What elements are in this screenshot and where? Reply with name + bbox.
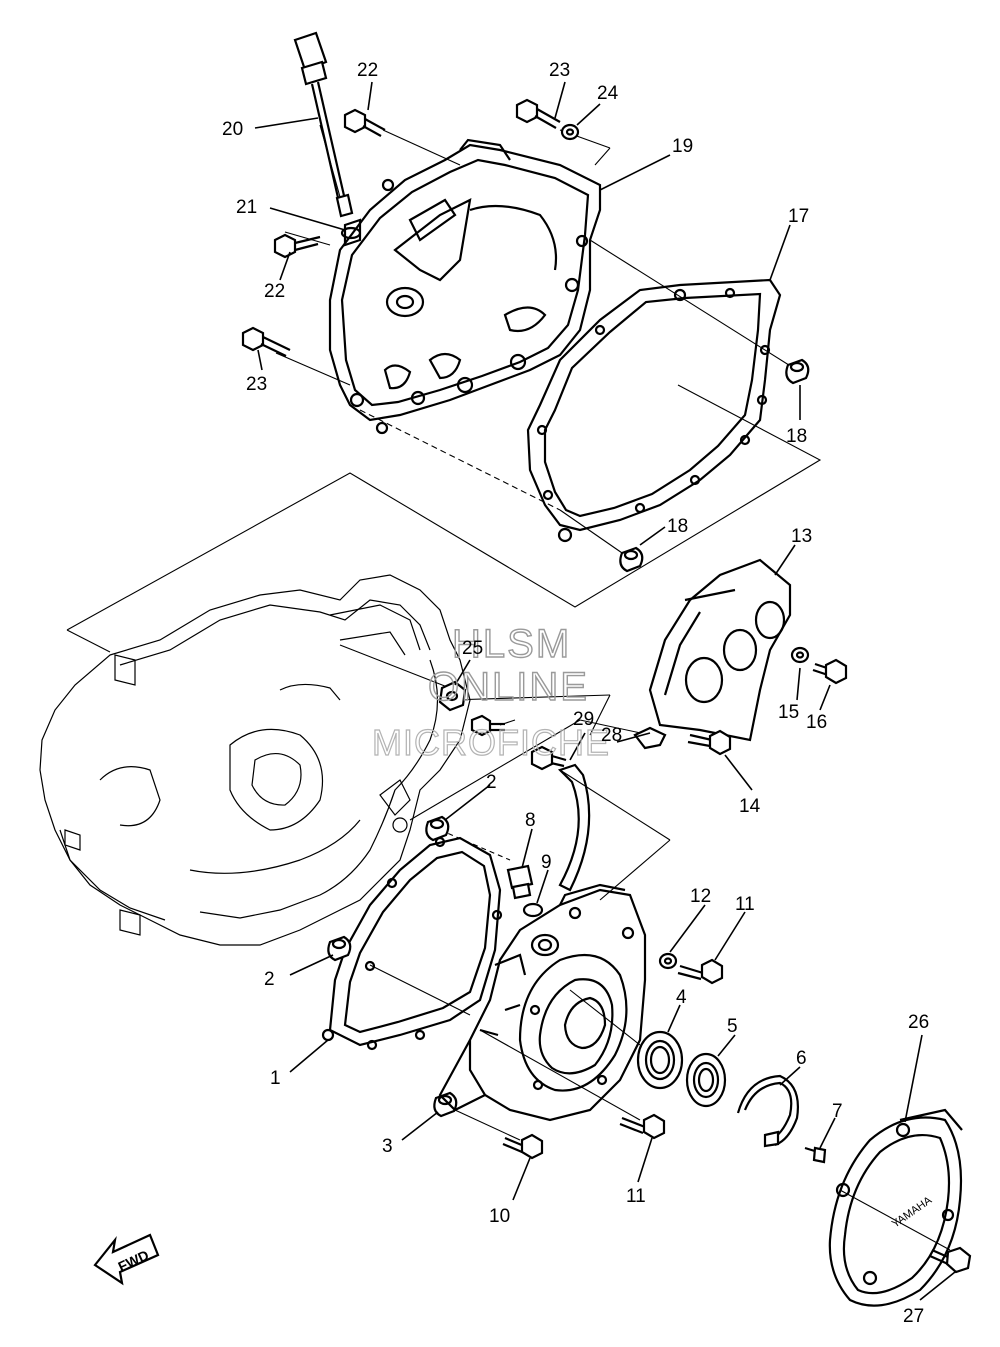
bolt-14 (687, 729, 732, 756)
label-2-lower: 2 (264, 969, 275, 990)
bolt-23-left (241, 326, 291, 357)
crankcase-outline (39, 574, 471, 946)
label-12: 12 (690, 886, 711, 907)
label-16: 16 (806, 712, 827, 733)
label-6: 6 (796, 1048, 807, 1069)
label-28: 28 (601, 725, 622, 746)
label-10: 10 (489, 1206, 510, 1227)
bolt-11-upper (677, 958, 724, 985)
o-ring-21 (340, 226, 362, 240)
oil-seal-5 (685, 1052, 727, 1108)
washer-24 (560, 123, 580, 141)
guide-plate (557, 763, 591, 892)
label-19: 19 (672, 136, 693, 157)
watermark-line-1: HLSM (452, 622, 571, 666)
dowel-2-upper (425, 815, 450, 842)
dowel-3 (433, 1091, 458, 1118)
label-26: 26 (908, 1012, 929, 1033)
dipstick-20 (293, 31, 354, 218)
label-18-lower: 18 (667, 516, 688, 537)
label-1: 1 (270, 1068, 281, 1089)
label-14: 14 (739, 796, 761, 817)
washer-15 (790, 646, 810, 664)
label-27: 27 (903, 1306, 924, 1327)
bolt-22-left (273, 233, 321, 259)
label-5: 5 (727, 1016, 738, 1037)
label-11-upper: 11 (735, 894, 755, 915)
watermark-line-3: MICROFICHE (372, 722, 610, 763)
washer-12 (658, 952, 678, 970)
label-3: 3 (382, 1136, 393, 1157)
fwd-arrow-icon: FWD (93, 1233, 160, 1286)
gasket-1 (321, 836, 503, 1051)
label-2-upper: 2 (486, 772, 497, 793)
screw-7 (804, 1146, 827, 1164)
label-25: 25 (462, 638, 483, 659)
alignment-lines (66, 124, 951, 1251)
clip-28 (633, 726, 667, 750)
plug-8 (506, 864, 534, 900)
bolt-29 (530, 745, 567, 771)
label-9: 9 (541, 852, 552, 873)
label-23-left: 23 (246, 374, 267, 395)
leader-lines (254, 81, 956, 1301)
bolt-22-top (343, 108, 386, 137)
circlip-6 (736, 1074, 799, 1148)
brand-text: YAMAHA (890, 1194, 935, 1230)
part-labels: 20 21 22 22 23 23 24 19 17 18 18 13 25 1… (222, 60, 929, 1327)
crankcase-cover-19 (328, 138, 602, 435)
cover-13 (648, 558, 792, 742)
bolt-23-top (515, 98, 561, 129)
watermark-line-2: ONLINE (428, 665, 589, 709)
label-11-lower: 11 (626, 1186, 646, 1207)
label-17: 17 (788, 206, 809, 227)
dowel-2-lower (327, 935, 352, 962)
label-4: 4 (676, 987, 687, 1008)
gasket-17 (526, 278, 782, 543)
label-22-left: 22 (264, 281, 285, 302)
bolt-16 (812, 658, 848, 685)
plug-25 (438, 680, 467, 712)
label-15: 15 (778, 702, 799, 723)
o-ring-9 (522, 902, 544, 918)
watermark: HLSM ONLINE MICROFICHE (371, 621, 610, 763)
case-cover-lower (438, 883, 647, 1122)
label-21: 21 (236, 197, 257, 218)
label-13: 13 (791, 526, 812, 547)
label-18-right: 18 (786, 426, 807, 447)
dowel-pins-18 (619, 358, 810, 573)
bolt-25b (470, 714, 505, 737)
bolt-27 (929, 1246, 972, 1274)
label-23-top: 23 (549, 60, 570, 81)
label-22-top: 22 (357, 60, 378, 81)
label-29: 29 (573, 709, 594, 730)
label-24: 24 (597, 83, 619, 104)
engine-cover-26: YAMAHA (828, 1108, 963, 1307)
label-20: 20 (222, 119, 243, 140)
bolt-11-lower (619, 1113, 666, 1140)
label-8: 8 (525, 810, 536, 831)
bearing-4 (636, 1030, 684, 1090)
bolt-10 (502, 1133, 544, 1160)
label-7: 7 (832, 1101, 843, 1122)
